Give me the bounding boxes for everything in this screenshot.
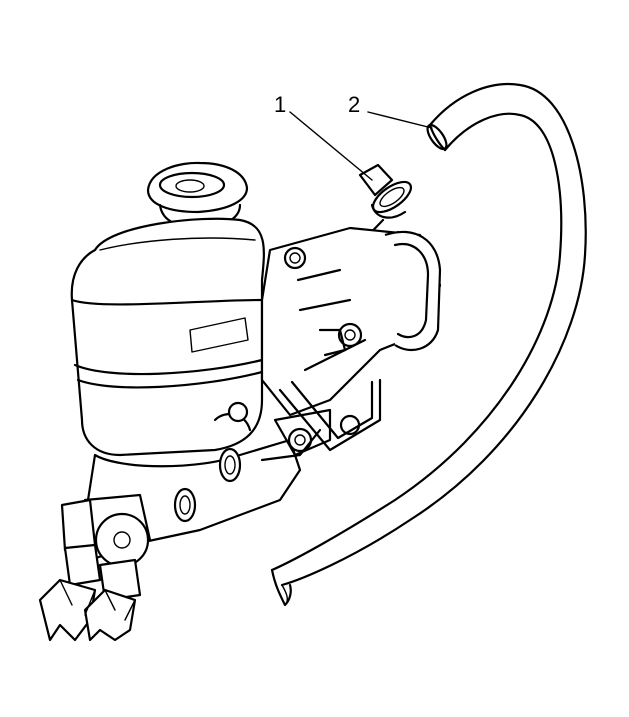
- hose-clamp: [358, 163, 413, 219]
- brake-line-fittings: [38, 493, 152, 642]
- leader-lines: [289, 111, 433, 181]
- valve-block: [227, 226, 442, 462]
- leader-line-2: [367, 111, 433, 129]
- fluid-reservoir: [70, 161, 265, 457]
- leader-line-1: [289, 111, 373, 181]
- callout-label-1: 1: [274, 92, 286, 117]
- callout-label-2: 2: [348, 92, 360, 117]
